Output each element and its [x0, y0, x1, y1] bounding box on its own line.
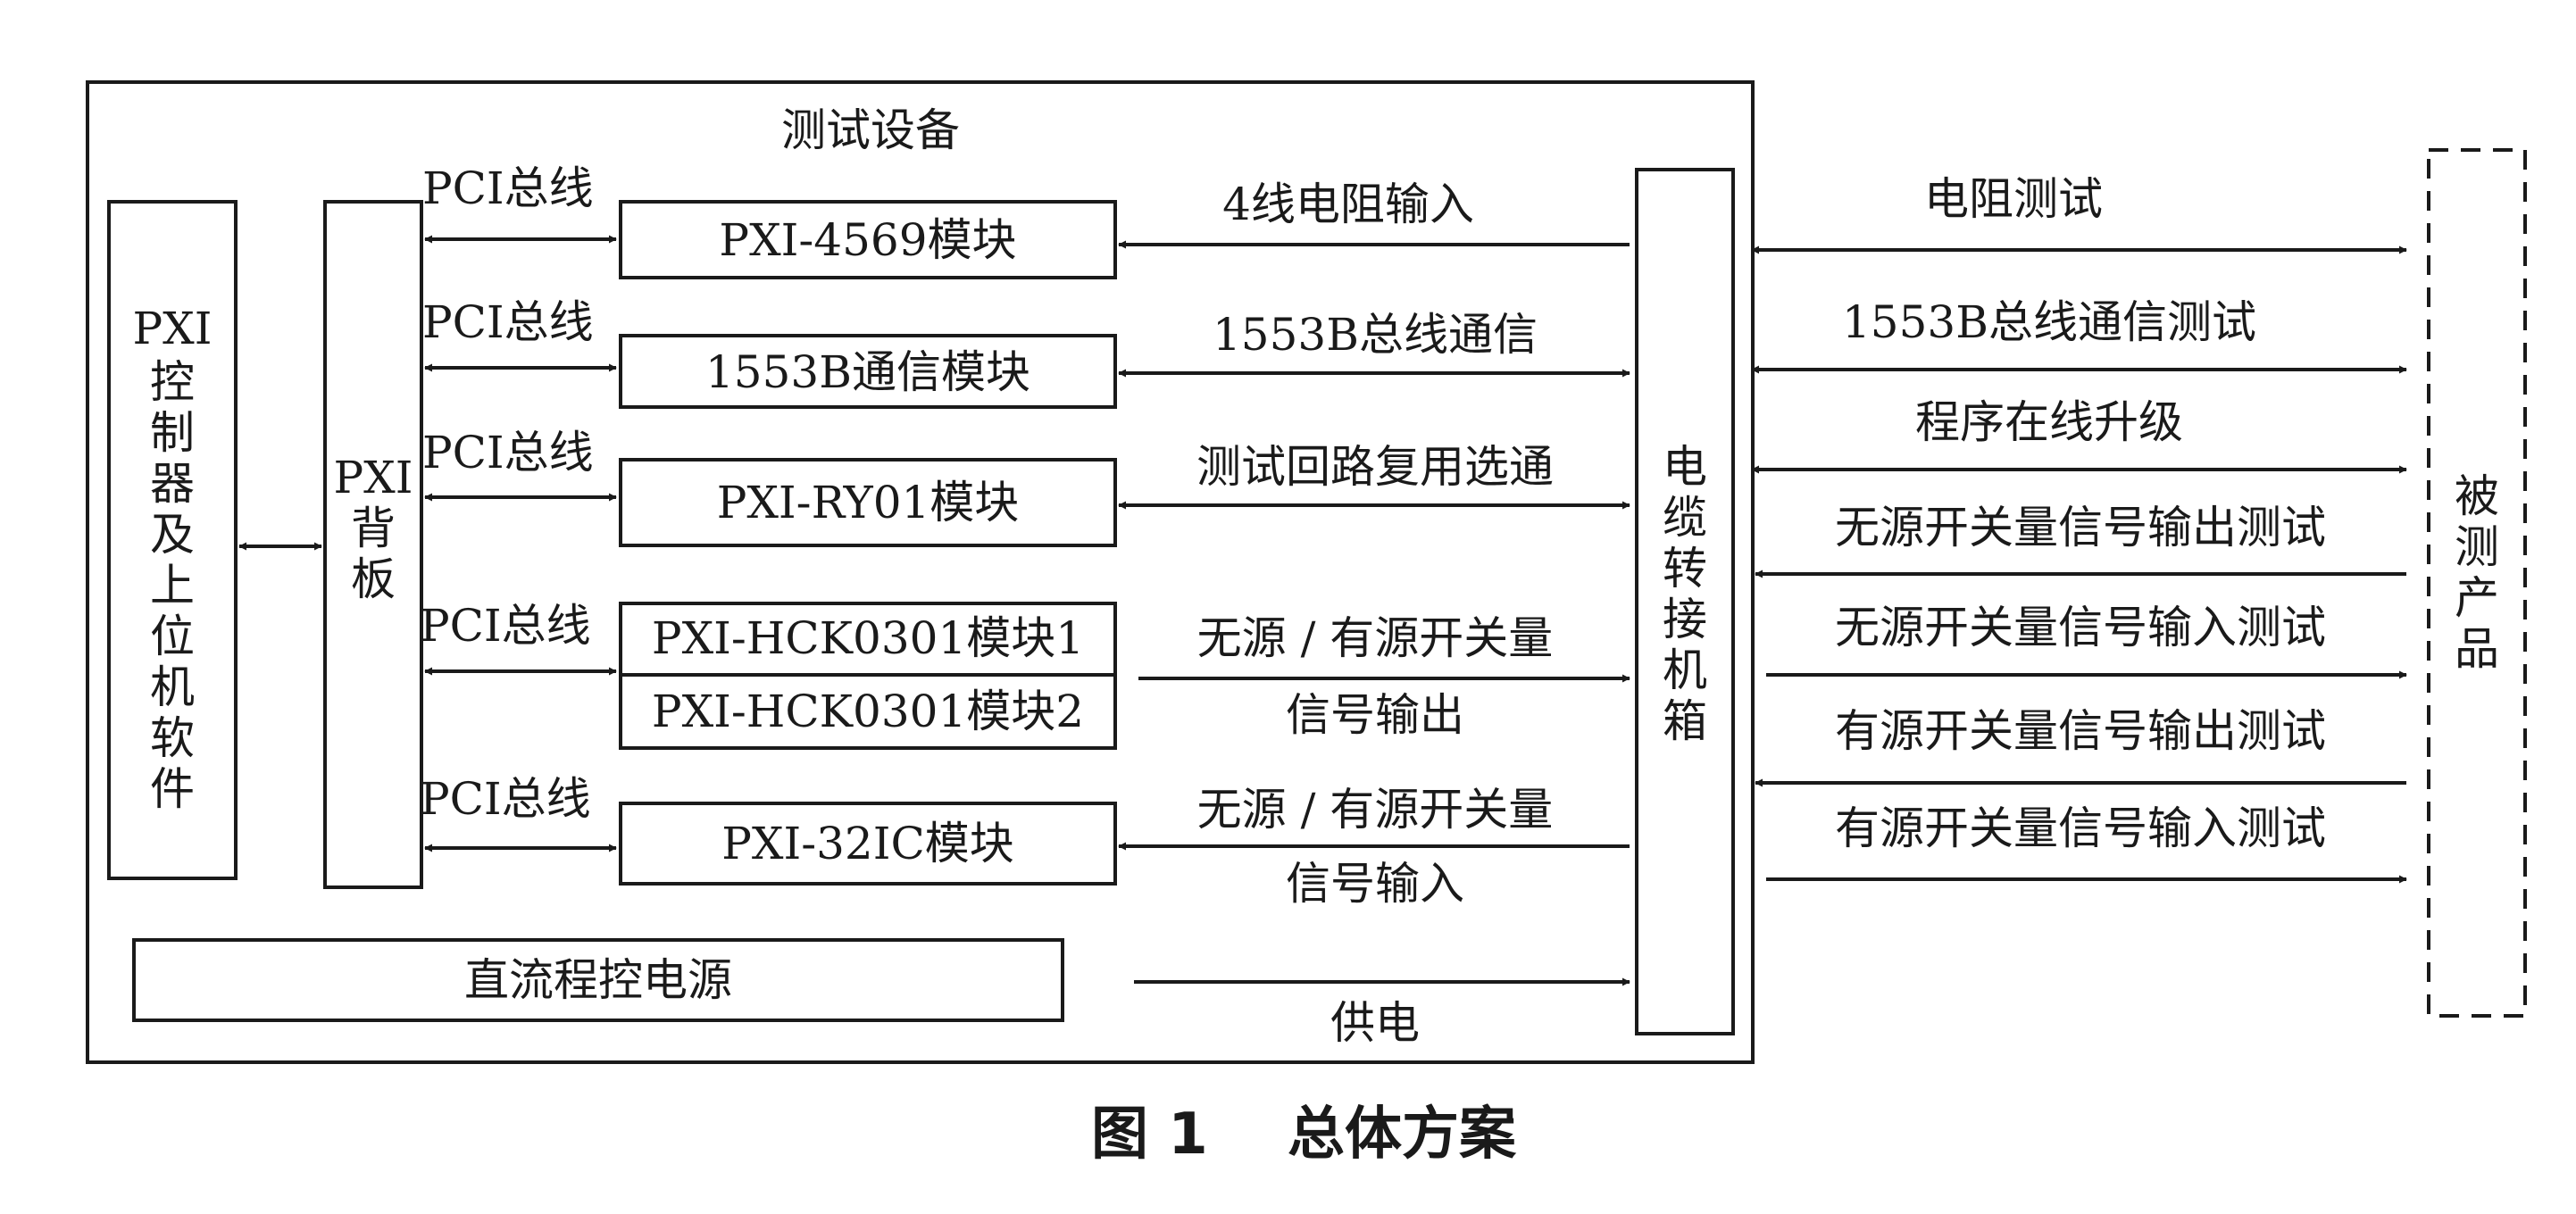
module-pxi-hck0301-2: [619, 673, 1117, 750]
dc-power-supply-box: [132, 938, 1064, 1022]
product-char: 被: [2455, 470, 2499, 522]
signal-label: 信号输入: [1286, 858, 1464, 910]
test-equipment-frame: [86, 80, 1755, 1064]
test-label: 有源开关量信号输入测试: [1835, 802, 2326, 854]
backplane-char: 背: [351, 503, 396, 554]
signal-label: 无源 / 有源开关量: [1197, 784, 1554, 836]
module-pxi-4569: [619, 200, 1117, 279]
controller-char: 件: [150, 763, 195, 815]
backplane-label-latin: PXI: [334, 452, 413, 503]
product-under-test-box: [2427, 148, 2527, 1018]
module-label: PXI-HCK0301模块2: [652, 686, 1084, 737]
signal-label: 信号输出: [1286, 689, 1464, 741]
module-1553b: [619, 334, 1117, 409]
pci-bus-label: PCI总线: [420, 773, 591, 825]
cable-box-char: 机: [1663, 644, 1707, 696]
test-label: 程序在线升级: [1915, 396, 2183, 448]
test-label: 无源开关量信号输出测试: [1835, 502, 2326, 553]
cable-box-char: 缆: [1663, 492, 1707, 544]
cable-transfer-box: [1635, 168, 1735, 1035]
cable-box-char: 电: [1663, 441, 1707, 493]
signal-label: 1553B总线通信: [1213, 309, 1538, 361]
signal-label: 供电: [1330, 997, 1420, 1049]
product-char: 测: [2455, 521, 2499, 573]
module-label: 1553B通信模块: [705, 346, 1030, 398]
test-label: 无源开关量信号输入测试: [1835, 602, 2326, 653]
backplane-char: 板: [351, 553, 396, 605]
cable-box-char: 转: [1663, 543, 1707, 595]
test-equipment-title: 测试设备: [781, 104, 960, 156]
controller-char: 器: [150, 458, 195, 510]
cable-box-char: 箱: [1663, 695, 1707, 747]
module-label: PXI-32IC模块: [721, 818, 1014, 869]
backplane-box: [323, 200, 423, 889]
controller-char: 制: [150, 407, 195, 459]
pci-bus-label: PCI总线: [422, 296, 594, 348]
signal-label: 测试回路复用选通: [1196, 441, 1554, 493]
module-label: PXI-4569模块: [719, 214, 1016, 266]
product-char: 品: [2455, 623, 2499, 675]
test-label: 有源开关量信号输出测试: [1835, 705, 2326, 757]
module-label: PXI-HCK0301模块1: [652, 612, 1084, 664]
controller-char: 控: [150, 356, 195, 408]
module-pxi-32ic: [619, 802, 1117, 886]
controller-char: 上: [150, 560, 195, 611]
pci-bus-label: PCI总线: [420, 600, 591, 652]
module-pxi-hck0301-1: [619, 602, 1117, 677]
module-pxi-ry01: [619, 458, 1117, 547]
pci-bus-label: PCI总线: [422, 162, 594, 214]
controller-box: [107, 200, 238, 880]
controller-char: 位: [150, 611, 195, 662]
signal-label: 无源 / 有源开关量: [1197, 612, 1554, 664]
controller-label: 控 制 器 及 上 位 机 软 件: [150, 356, 195, 815]
power-supply-label: 直流程控电源: [464, 954, 732, 1006]
test-label: 1553B总线通信测试: [1842, 296, 2256, 348]
controller-char: 软: [150, 712, 195, 764]
cable-box-char: 接: [1663, 594, 1707, 645]
figure-caption: 图 1 总体方案: [1091, 1102, 1517, 1168]
signal-label: 4线电阻输入: [1222, 179, 1474, 230]
controller-label-latin: PXI: [133, 303, 213, 354]
pci-bus-label: PCI总线: [422, 427, 594, 478]
controller-char: 及: [150, 509, 195, 561]
test-label: 电阻测试: [1924, 173, 2103, 225]
module-label: PXI-RY01模块: [717, 477, 1020, 528]
controller-char: 机: [150, 661, 195, 713]
product-char: 产: [2455, 572, 2499, 624]
